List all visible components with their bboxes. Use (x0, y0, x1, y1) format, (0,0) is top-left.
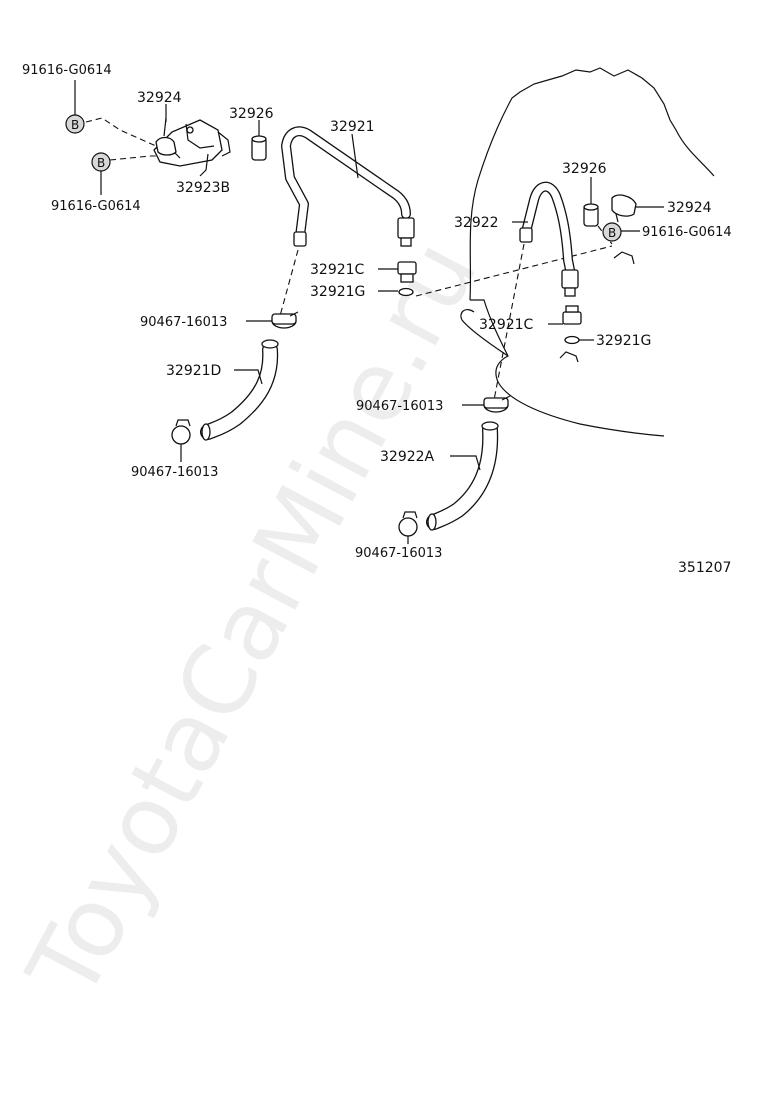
transmission-case-outline (469, 67, 715, 437)
dashed-leader (109, 155, 160, 161)
hose-32921d (200, 339, 279, 441)
dashed-leader (493, 243, 525, 401)
label-bolt-left-lower: 91616-G0614 (51, 199, 141, 214)
dashed-leader (415, 245, 613, 297)
tab-bracket-right-upper (613, 251, 635, 265)
watermark-text: ToyotaCarMine.ru (6, 223, 499, 1017)
leader-lines (74, 80, 664, 544)
watermark: ToyotaCarMine.ru (6, 223, 499, 1017)
clamp-32924-right (611, 194, 637, 223)
hose-32922a (426, 421, 499, 531)
label-tube-right: 32922 (454, 215, 499, 231)
sleeve-32926-left (251, 135, 267, 161)
union-32921c-right (562, 305, 582, 325)
tube-32922 (519, 181, 579, 297)
label-tube-left: 32921 (330, 119, 375, 135)
label-clamp-right: 32924 (667, 200, 712, 216)
housing-notch (460, 308, 509, 357)
label-sleeve-right: 32926 (562, 161, 607, 177)
dashed-leader (85, 117, 157, 147)
svg-text:B: B (608, 226, 616, 240)
tab-bracket-right (559, 351, 579, 363)
label-bolt-top-left: 91616-G0614 (22, 63, 112, 78)
dashed-leader (279, 249, 299, 317)
label-gasket-left: 32921G (310, 284, 365, 300)
label-union-right: 32921C (479, 317, 534, 333)
label-bracket-left: 32923B (176, 180, 230, 196)
label-clip-left-upper: 90467-16013 (140, 315, 227, 330)
svg-text:B: B (97, 156, 105, 170)
diagram-code: 351207 (678, 560, 731, 576)
label-hose-left: 32921D (166, 363, 221, 379)
label-clip-right-upper: 90467-16013 (356, 399, 443, 414)
tube-32921 (281, 126, 415, 247)
clip-90467-16013-left-upper (271, 311, 299, 329)
clip-90467-16013-right-lower (398, 511, 418, 537)
label-clamp-left: 32924 (137, 90, 182, 106)
marker-b-right: B (602, 222, 622, 242)
label-hose-right: 32922A (380, 449, 435, 465)
label-bolt-right: 91616-G0614 (642, 225, 732, 240)
clip-90467-16013-right-upper (483, 395, 511, 413)
label-clip-right-lower: 90467-16013 (355, 546, 442, 561)
union-32921c-left (397, 261, 417, 283)
marker-b-lower-left: B (91, 152, 111, 172)
gasket-32921g-right (564, 335, 580, 345)
label-clip-left-lower: 90467-16013 (131, 465, 218, 480)
label-union-left: 32921C (310, 262, 365, 278)
part-labels: 91616-G0614 32924 32926 32921 32923B 916… (22, 63, 732, 576)
marker-b-top-left: B (65, 114, 85, 134)
svg-text:B: B (71, 118, 79, 132)
label-gasket-right: 32921G (596, 333, 651, 349)
sleeve-32926-right (583, 203, 599, 227)
label-sleeve-left: 32926 (229, 106, 274, 122)
gasket-32921g-left (398, 287, 414, 297)
clip-90467-16013-left-lower (171, 419, 191, 445)
